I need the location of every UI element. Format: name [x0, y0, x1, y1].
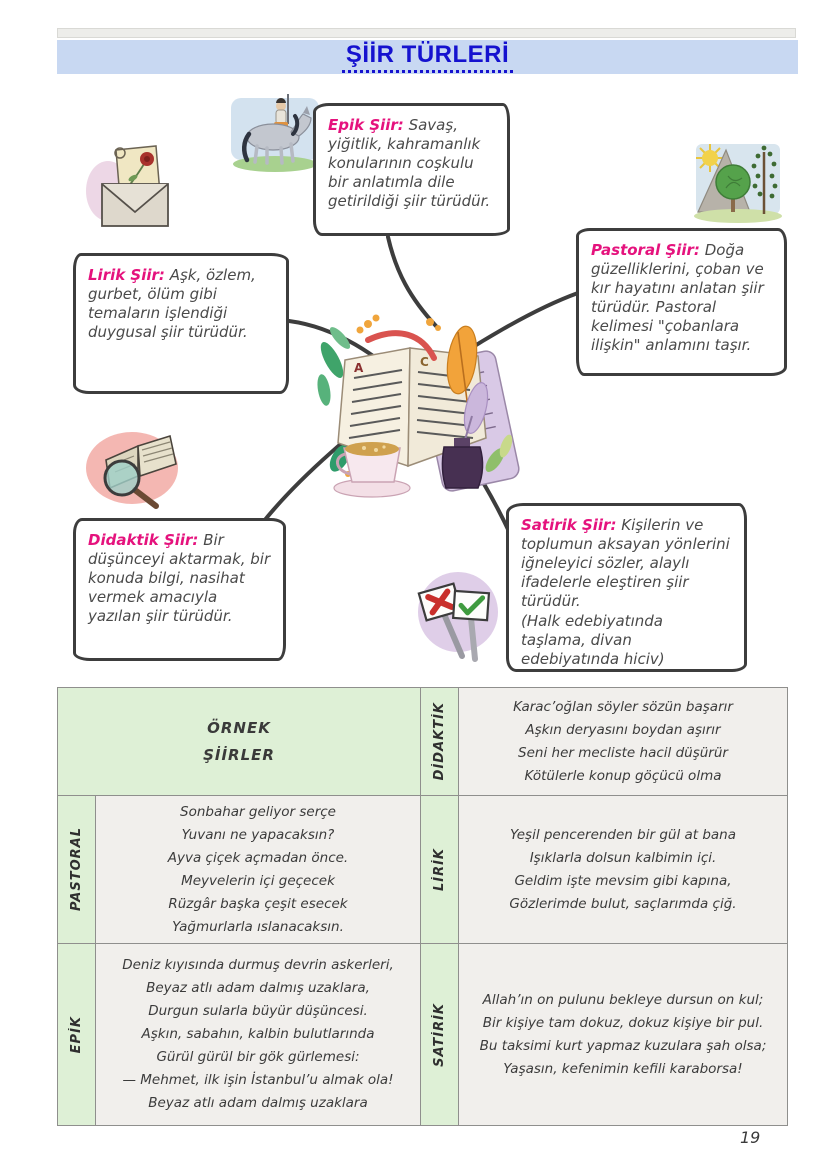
svg-text:A: A — [354, 361, 364, 375]
didaktik-label: DİDAKTİK — [432, 702, 447, 781]
page-title: ŞİİR TÜRLERİ — [341, 41, 514, 73]
poem-line: Sonbahar geliyor serçe — [180, 803, 336, 820]
lirik-poem-cell: Yeşil pencerenden bir gül at bana Işıkla… — [459, 796, 788, 944]
didaktik-definition-box: Didaktik Şiir: Bir düşünceyi aktarmak, b… — [73, 518, 286, 661]
satirik-definition-box: Satirik Şiir: Kişilerin ve toplumun aksa… — [506, 503, 747, 672]
satirik-note: (Halk edebiyatında taşlama, divan edebiy… — [521, 612, 665, 669]
poem-line: Yaşasın, kefenimin kefili karaborsa! — [503, 1060, 743, 1077]
poem-line: Ayva çiçek açmadan önce. — [167, 849, 349, 866]
satirik-heading: Satirik Şiir: — [521, 516, 617, 534]
poem-line: Rüzgâr başka çeşit esecek — [168, 895, 348, 912]
epik-poem-cell: Deniz kıyısında durmuş devrin askerleri,… — [96, 944, 421, 1126]
table-header-line2: ŞİİRLER — [203, 746, 275, 764]
didaktik-label-cell: DİDAKTİK — [421, 688, 459, 796]
poem-line: Gözlerimde bulut, saçlarımda çiğ. — [509, 895, 737, 912]
open-book-illustration: A C — [317, 314, 520, 498]
knight-on-horse-icon — [231, 94, 319, 172]
poem-line: Aşkın deryasını boydan aşırır — [525, 721, 721, 738]
poem-line: Gürül gürül bir gök gürlemesi: — [156, 1049, 360, 1065]
didaktik-heading: Didaktik Şiir: — [88, 531, 199, 549]
pastoral-body: Doğa güzelliklerini, çoban ve kır hayatı… — [591, 241, 764, 355]
poem-line: Işıklarla dolsun kalbimin içi. — [529, 849, 717, 866]
lirik-label-cell: LİRİK — [421, 796, 459, 944]
pastoral-heading: Pastoral Şiir: — [591, 241, 700, 259]
table-header-cell: ÖRNEK ŞİİRLER — [58, 688, 421, 796]
lirik-definition-box: Lirik Şiir: Aşk, özlem, gurbet, ölüm gib… — [73, 253, 289, 394]
poem-line: Aşkın, sabahın, kalbin bulutlarında — [141, 1026, 375, 1042]
poem-line: Yeşil pencerenden bir gül at bana — [509, 826, 737, 843]
pastoral-poem-cell: Sonbahar geliyor serçe Yuvanı ne yapacak… — [96, 796, 421, 944]
satirik-poem-cell: Allah’ın on pulunu bekleye dursun on kul… — [459, 944, 788, 1126]
pastoral-definition-box: Pastoral Şiir: Doğa güzelliklerini, çoba… — [576, 228, 787, 376]
epik-definition-box: Epik Şiir: Savaş, yiğitlik, kahramanlık … — [313, 103, 510, 236]
top-divider-bar — [57, 28, 796, 38]
epik-label-cell: EPİK — [58, 944, 96, 1126]
epik-body: Savaş, yiğitlik, kahramanlık konularının… — [328, 116, 491, 211]
svg-text:C: C — [420, 355, 429, 369]
envelope-with-rose-icon — [86, 145, 169, 227]
poem-line: Bu taksimi kurt yapmaz kuzulara şah olsa… — [479, 1037, 767, 1054]
book-with-magnifier-icon — [86, 432, 178, 509]
epik-heading: Epik Şiir: — [328, 116, 404, 134]
title-banner: ŞİİR TÜRLERİ — [57, 40, 798, 74]
poem-line: Durgun sularla büyür düşüncesi. — [148, 1003, 368, 1019]
satirik-label: SATİRİK — [432, 1002, 447, 1067]
poem-line: Beyaz atlı adam dalmış uzaklara — [148, 1095, 368, 1111]
satirik-body: Kişilerin ve toplumun aksayan yönlerini … — [521, 516, 730, 611]
nature-sun-mountain-trees-icon — [694, 144, 782, 223]
poem-line: Deniz kıyısında durmuş devrin askerleri, — [122, 957, 394, 973]
poem-line: Geldim işte mevsim gibi kapına, — [514, 872, 732, 889]
satirik-label-cell: SATİRİK — [421, 944, 459, 1126]
example-poems-table: ÖRNEK ŞİİRLER DİDAKTİK Karac’oğlan söyle… — [57, 687, 788, 1126]
page-number: 19 — [740, 1128, 761, 1147]
poem-line: Seni her mecliste hacil düşürür — [518, 744, 728, 761]
poem-line: Bir kişiye tam dokuz, dokuz kişiye bir p… — [482, 1014, 764, 1031]
table-header-line1: ÖRNEK — [207, 719, 271, 737]
lirik-heading: Lirik Şiir: — [88, 266, 165, 284]
lirik-label: LİRİK — [432, 847, 447, 892]
lirik-body: Aşk, özlem, gurbet, ölüm gibi temaların … — [88, 266, 256, 342]
poem-line: Yuvanı ne yapacaksın? — [181, 826, 335, 843]
poem-line: Allah’ın on pulunu bekleye dursun on kul… — [482, 991, 764, 1008]
didaktik-poem-cell: Karac’oğlan söyler sözün başarır Aşkın d… — [459, 688, 788, 796]
epik-label: EPİK — [69, 1015, 84, 1054]
poem-line: Karac’oğlan söyler sözün başarır — [513, 698, 733, 715]
poem-line: — Mehmet, ilk işin İstanbul’u almak ola! — [122, 1072, 394, 1088]
poem-line: Meyvelerin içi geçecek — [181, 872, 335, 889]
poem-line: Beyaz atlı adam dalmış uzaklara, — [146, 980, 370, 996]
pastoral-label: PASTORAL — [69, 827, 84, 912]
didaktik-body: Bir düşünceyi aktarmak, bir konuda bilgi… — [88, 531, 271, 626]
signs-x-and-check-icon — [417, 572, 498, 662]
poem-line: Kötülerle konup göçücü olma — [524, 767, 722, 784]
poem-line: Yağmurlarla ıslanacaksın. — [172, 918, 344, 935]
pastoral-label-cell: PASTORAL — [58, 796, 96, 944]
